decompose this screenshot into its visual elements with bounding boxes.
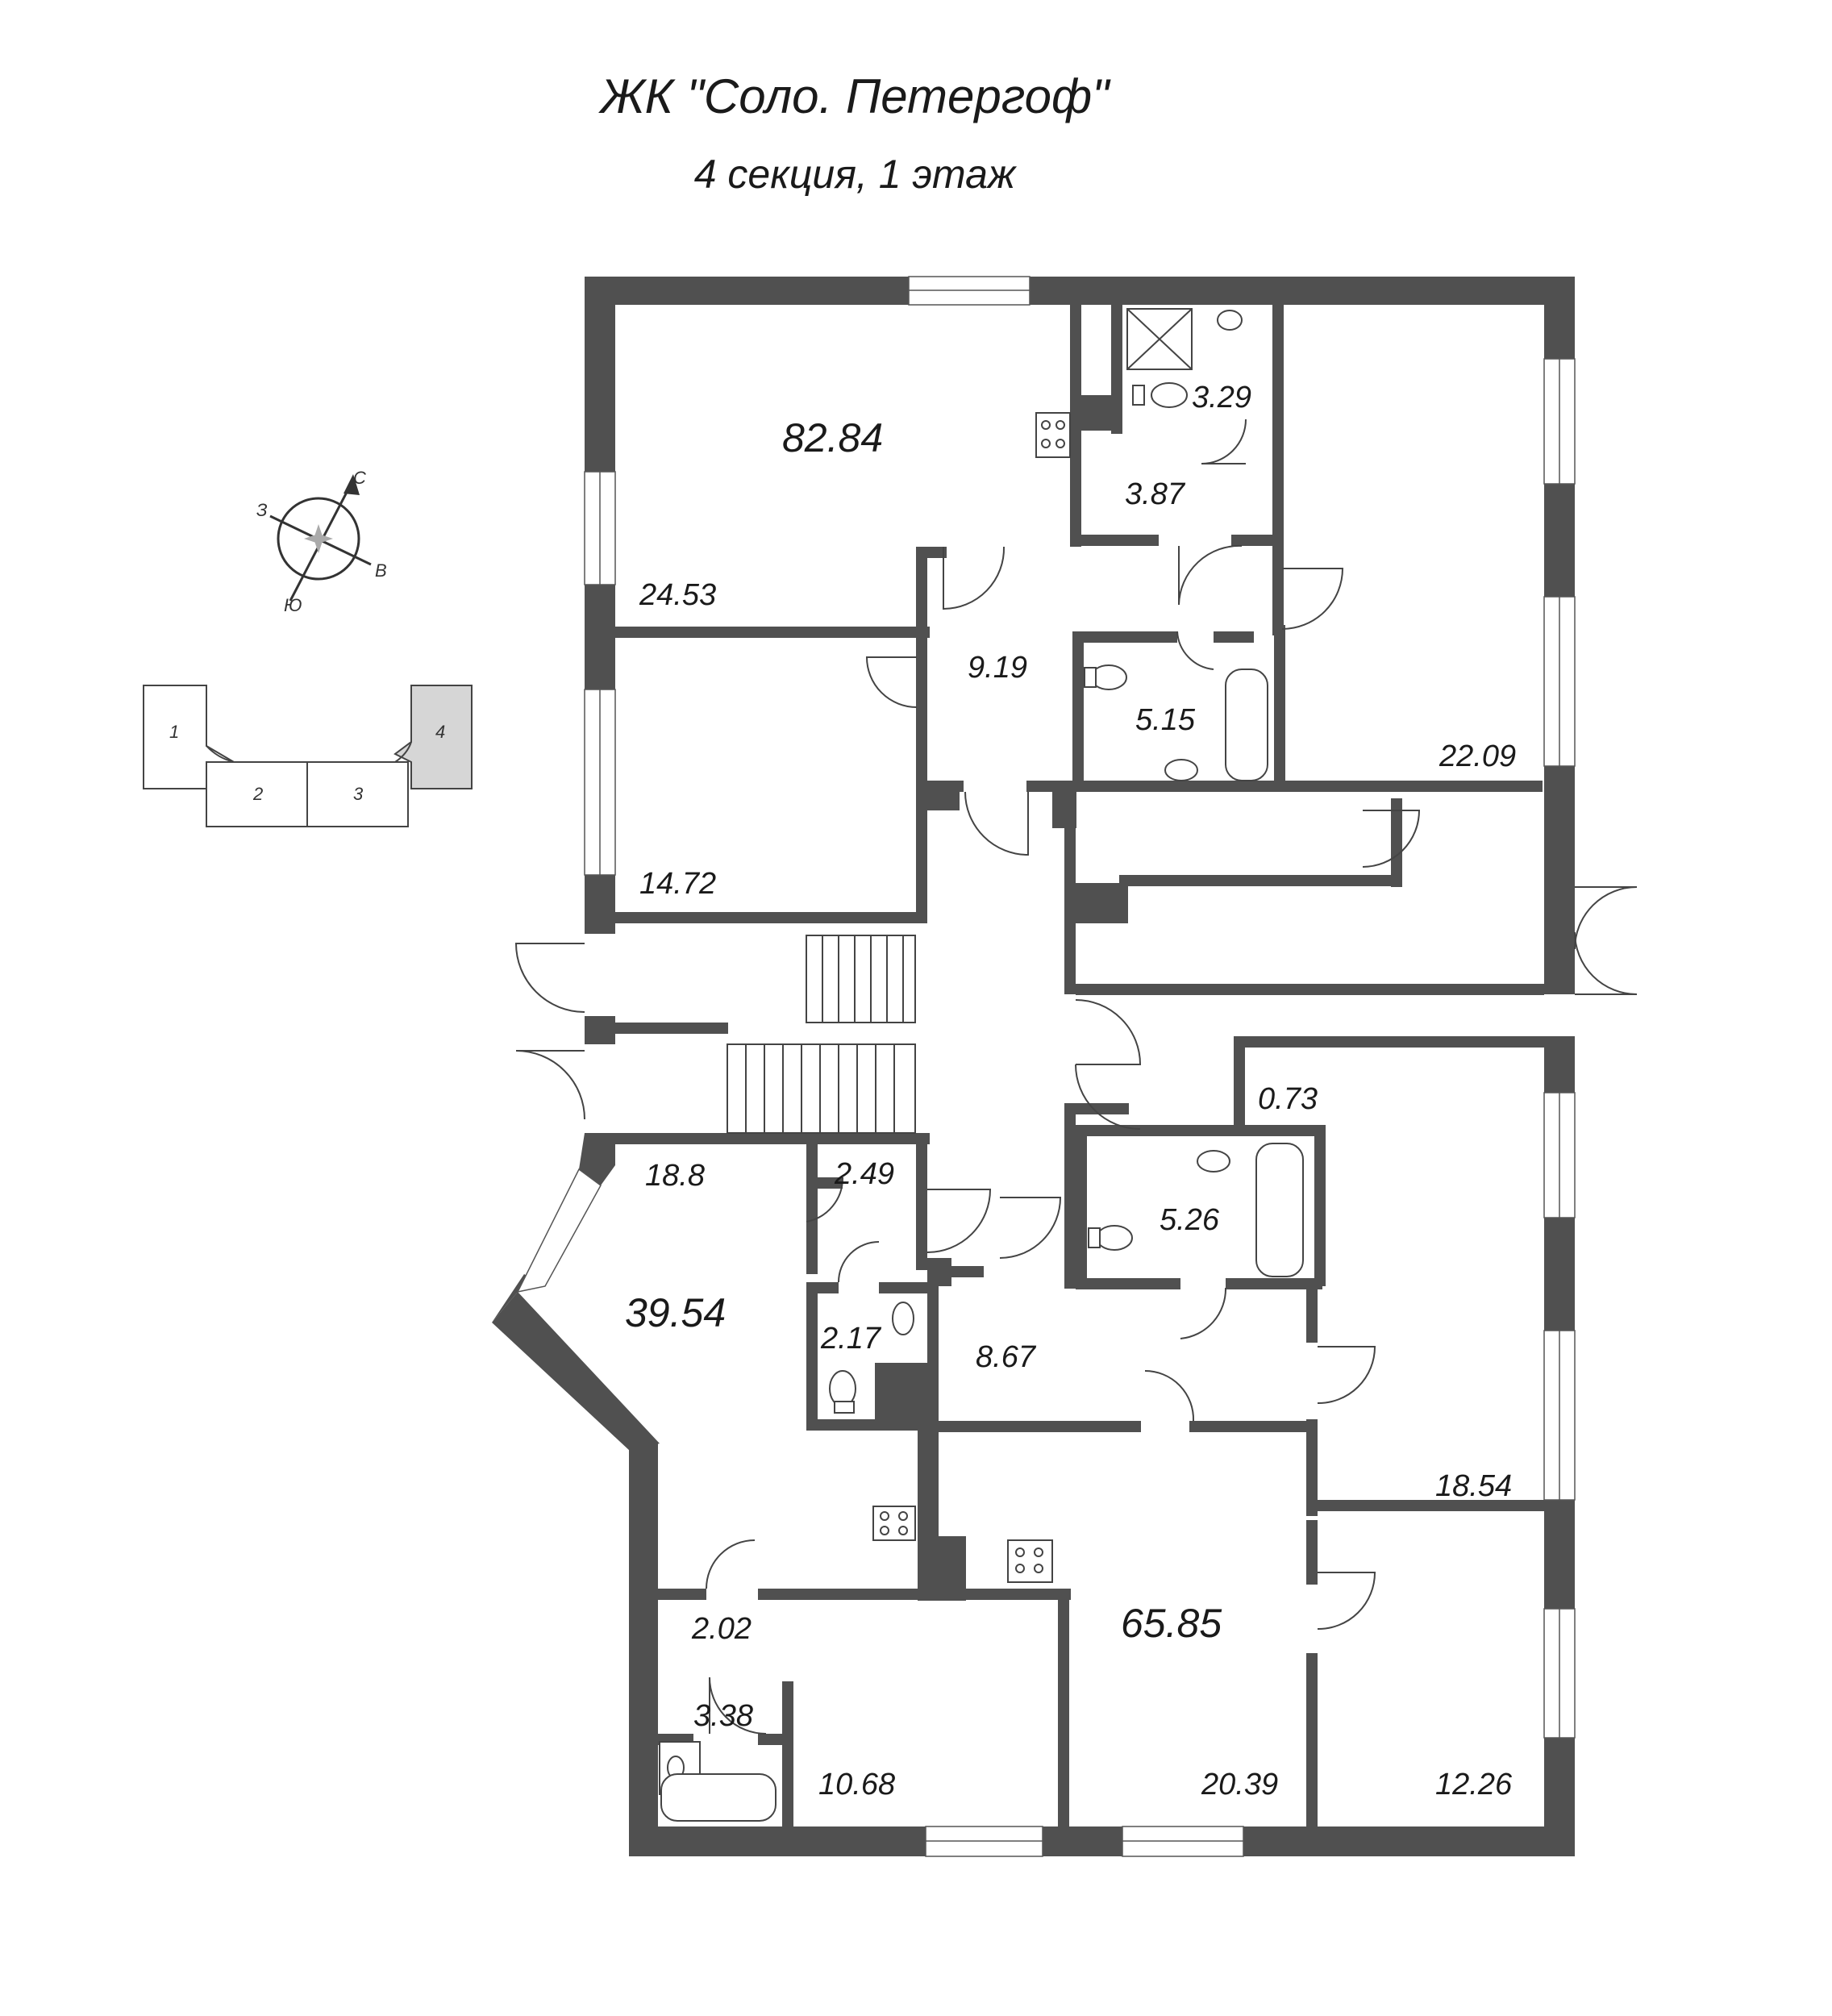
room-area: 20.39 — [1201, 1768, 1278, 1801]
section-4-label: 4 — [435, 722, 445, 742]
room-area: 3.87 — [1125, 477, 1186, 511]
room-area: 12.26 — [1435, 1768, 1513, 1801]
stove-icon — [872, 1506, 916, 1541]
sink-icon — [1164, 759, 1198, 781]
section-1-label: 1 — [169, 722, 179, 742]
room-area: 18.8 — [645, 1159, 705, 1193]
section-3-shape — [306, 761, 409, 827]
room-area: 3.38 — [693, 1699, 753, 1733]
room-area: 0.73 — [1258, 1082, 1318, 1116]
door-swings[interactable] — [514, 419, 1638, 1735]
room-area: 5.15 — [1135, 703, 1196, 737]
sink-icon — [892, 1302, 914, 1335]
exterior-walls — [492, 277, 1575, 1856]
room-area: 2.02 — [691, 1612, 752, 1646]
compass-east-label: В — [375, 560, 387, 581]
room-area: 24.53 — [639, 578, 716, 612]
bathtub-icon — [660, 1773, 777, 1822]
room-area: 22.09 — [1439, 739, 1516, 773]
compass-icon: С Ю З В — [256, 468, 387, 615]
interior-walls — [615, 305, 1572, 1826]
windows — [516, 276, 1576, 1857]
room-area: 3.29 — [1192, 381, 1251, 414]
staircase — [727, 935, 916, 1134]
sink-icon — [1217, 310, 1243, 331]
section-2-label: 2 — [252, 784, 263, 804]
room-area: 8.67 — [976, 1340, 1037, 1374]
fixtures — [659, 308, 1304, 1822]
stove-icon — [1035, 412, 1071, 458]
toilet-icon — [1096, 1225, 1133, 1251]
room-area: 9.19 — [968, 651, 1027, 685]
sink-icon — [1197, 1150, 1230, 1173]
section-key-plan: 1 2 3 4 — [143, 685, 473, 827]
room-area: 14.72 — [639, 867, 716, 901]
apartment-area-c: 65.85 — [1121, 1601, 1222, 1646]
section-3-label: 3 — [353, 784, 364, 804]
apartment-area-a: 82.84 — [782, 415, 883, 460]
page-title: ЖК "Соло. Петергоф" — [598, 69, 1112, 123]
toilet-icon — [1151, 382, 1188, 408]
page-subtitle: 4 секция, 1 этаж — [694, 152, 1018, 197]
room-area: 2.17 — [820, 1322, 882, 1356]
section-4-shape-highlighted — [393, 685, 473, 789]
bathtub-icon — [1255, 1143, 1304, 1277]
room-area: 2.49 — [834, 1157, 894, 1191]
stove-icon — [1007, 1539, 1053, 1583]
room-area: 18.54 — [1435, 1469, 1512, 1503]
compass-south-label: Ю — [284, 595, 302, 615]
apartment-area-b: 39.54 — [625, 1290, 726, 1335]
bathtub-icon — [1225, 669, 1268, 781]
room-area: 10.68 — [818, 1768, 895, 1801]
room-area: 5.26 — [1160, 1203, 1220, 1237]
compass-west-label: З — [256, 500, 268, 520]
compass-north-label: С — [353, 468, 366, 488]
